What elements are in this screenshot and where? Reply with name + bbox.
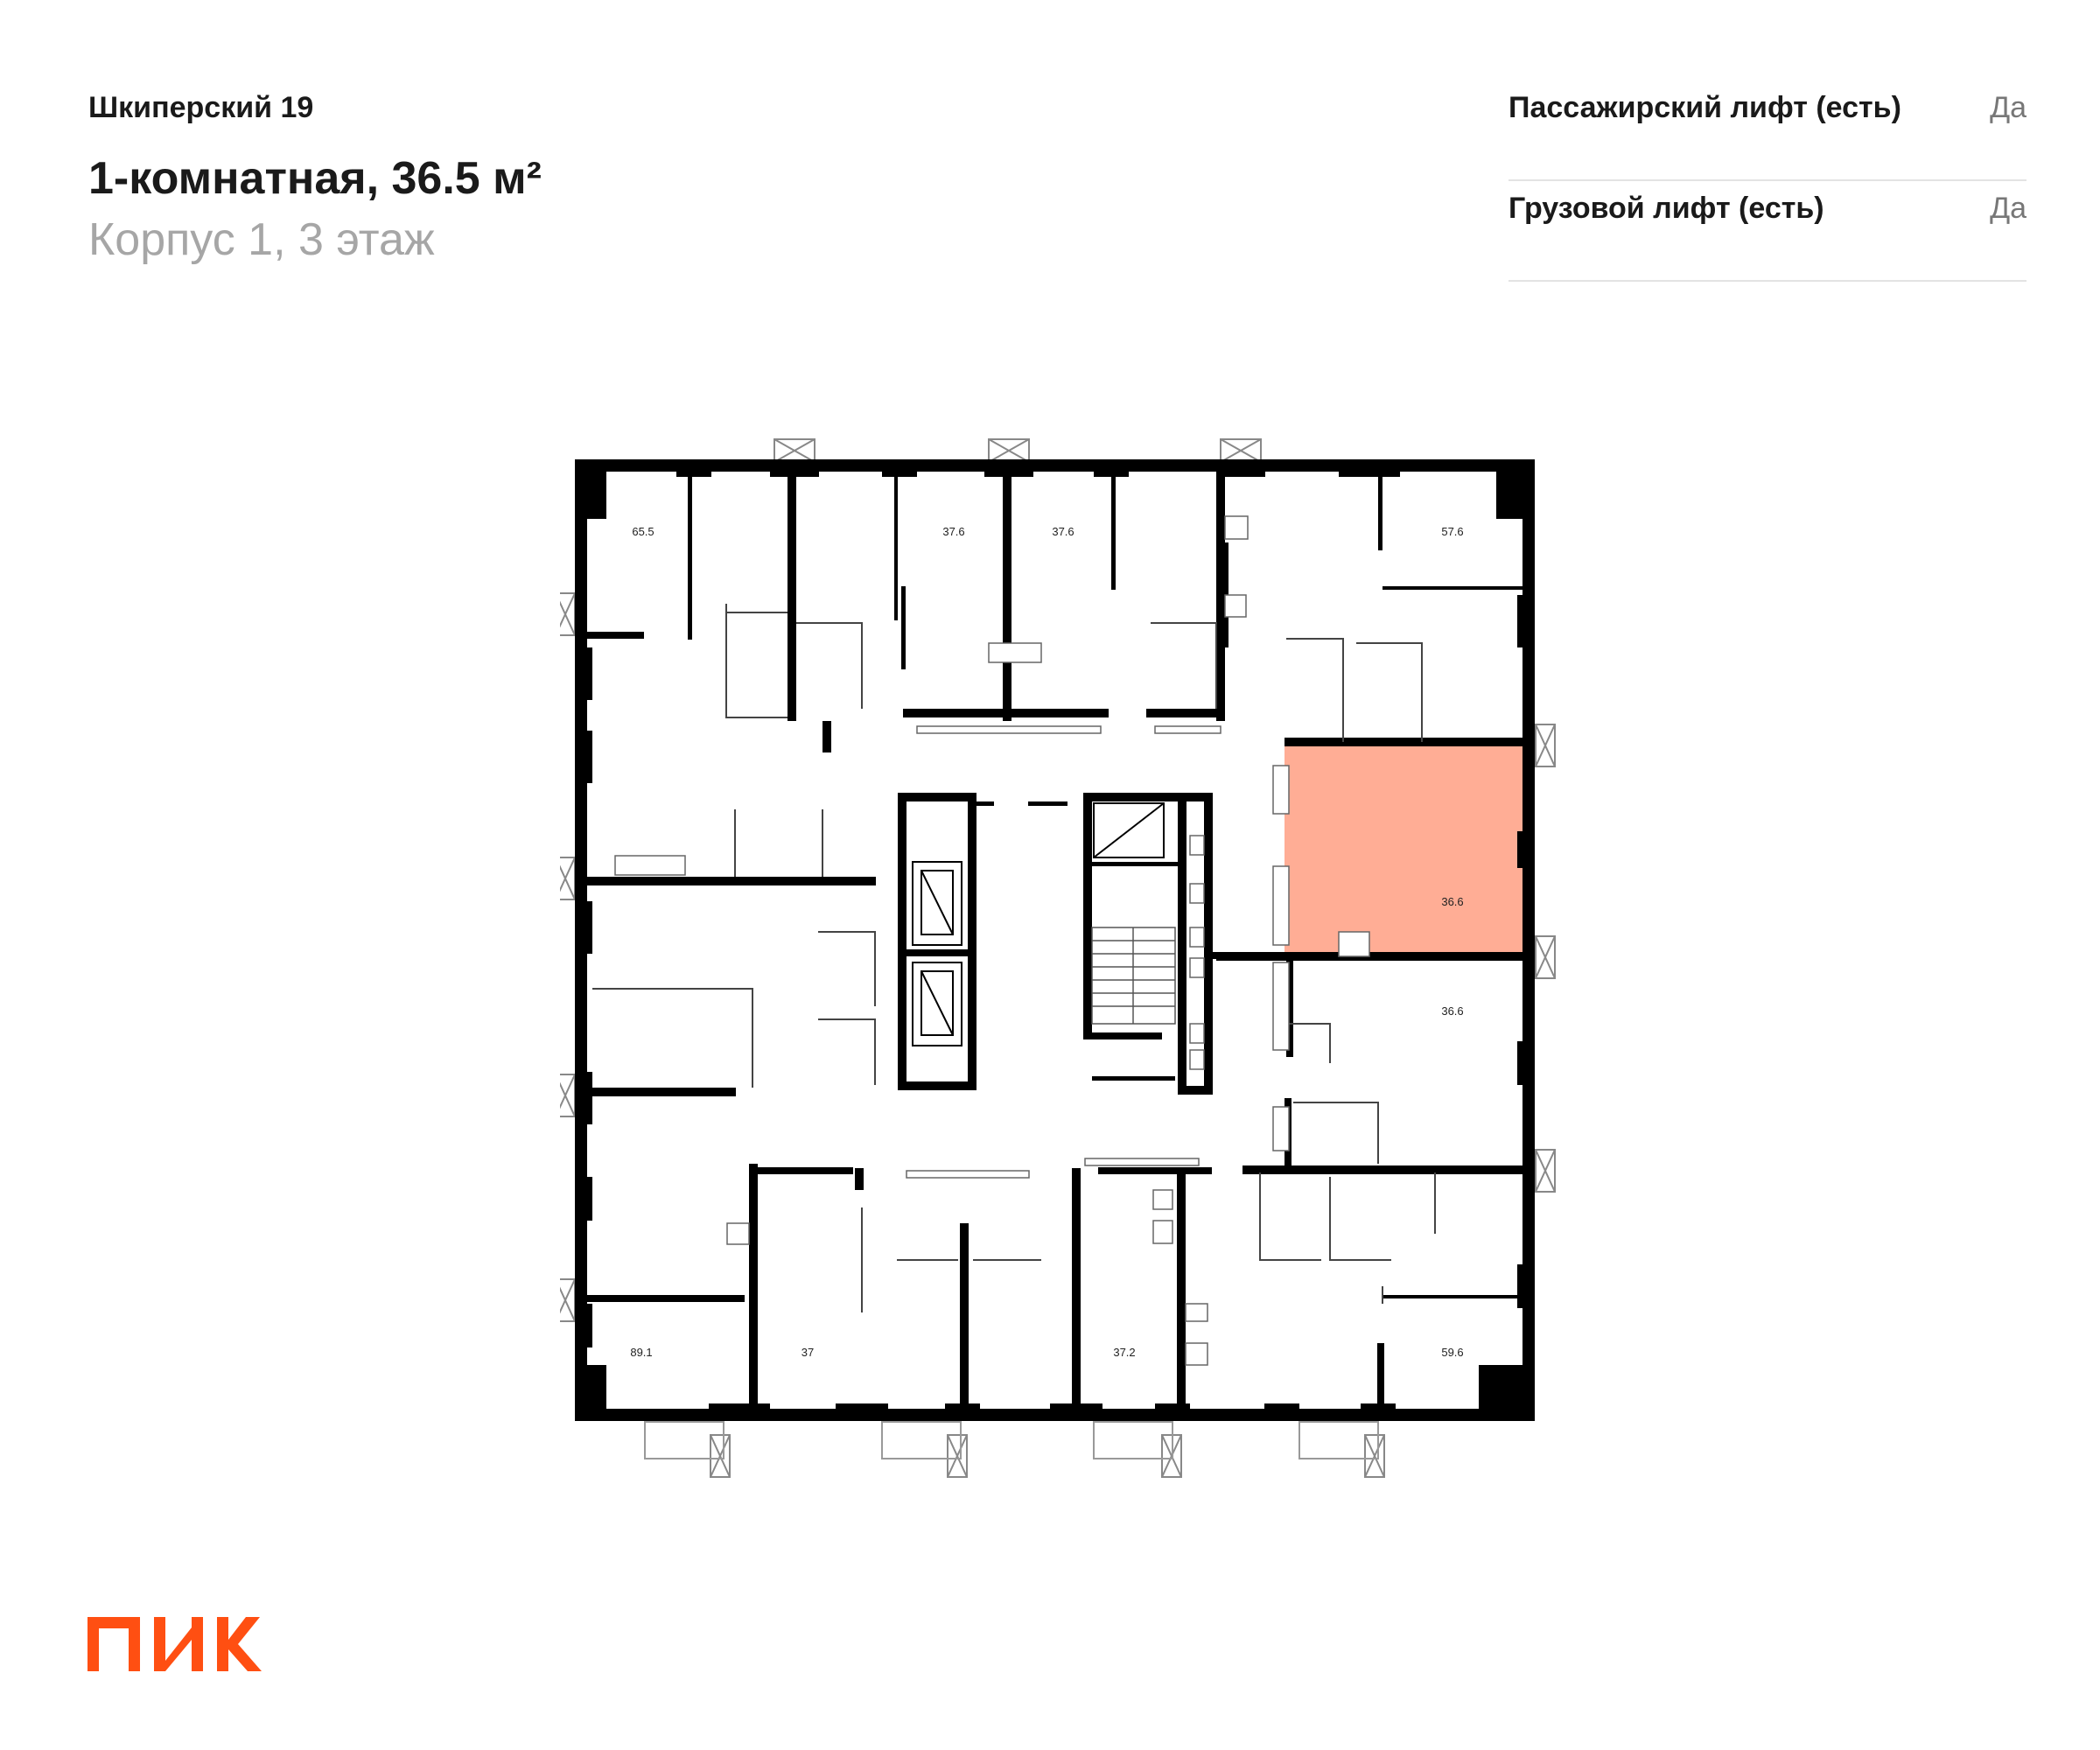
floor-plan: 65.5 37.6 37.6 57.6 36.6 36.6 89.1 37 37… xyxy=(560,438,1556,1478)
features-list: Пассажирский лифт (есть) Да Грузовой лиф… xyxy=(1508,80,2026,282)
room-area: 57.6 xyxy=(1441,525,1463,538)
elevators xyxy=(912,802,1165,1046)
room-area: 36.6 xyxy=(1441,895,1463,908)
selected-apartment[interactable] xyxy=(1284,743,1532,957)
room-area: 37.2 xyxy=(1113,1346,1135,1359)
feature-passenger-lift: Пассажирский лифт (есть) Да xyxy=(1508,80,2026,181)
room-area: 59.6 xyxy=(1441,1346,1463,1359)
complex-name: Шкиперский 19 xyxy=(88,91,314,124)
partitions xyxy=(592,604,1436,1312)
feature-freight-lift: Грузовой лифт (есть) Да xyxy=(1508,181,2026,282)
fixtures xyxy=(614,515,1370,1366)
feature-label: Пассажирский лифт (есть) xyxy=(1508,91,1901,124)
outer-walls xyxy=(575,459,1535,1421)
feature-value: Да xyxy=(1990,192,2026,225)
room-area: 89.1 xyxy=(630,1346,652,1359)
room-area: 65.5 xyxy=(632,525,654,538)
room-area: 37.6 xyxy=(1052,525,1074,538)
room-area: 36.6 xyxy=(1441,1004,1463,1018)
feature-value: Да xyxy=(1990,91,2026,124)
balconies xyxy=(644,1421,1379,1460)
stairs xyxy=(1091,927,1176,1025)
room-area: 37.6 xyxy=(942,525,964,538)
pik-logo xyxy=(88,1617,262,1671)
building-floor: Корпус 1, 3 этаж xyxy=(88,214,435,265)
room-area: 37 xyxy=(802,1346,814,1359)
feature-label: Грузовой лифт (есть) xyxy=(1508,192,1824,225)
apartment-title: 1-комнатная, 36.5 м² xyxy=(88,153,542,204)
